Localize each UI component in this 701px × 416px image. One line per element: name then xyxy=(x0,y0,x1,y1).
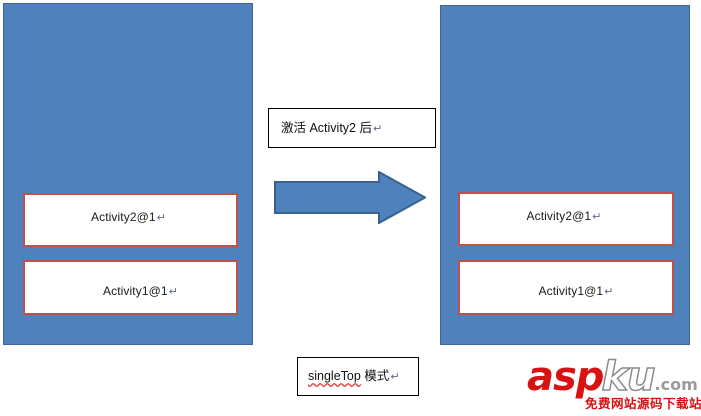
watermark-brand-tld: .com xyxy=(654,375,698,394)
activity-box-activity2-before: Activity2@1↵ xyxy=(23,193,238,247)
transition-caption-label: 激活 Activity2 后 xyxy=(281,120,372,135)
mode-caption-keyword: singleTop xyxy=(308,369,361,383)
activity-box-activity1-after: Activity1@1↵ xyxy=(458,260,674,315)
watermark-subtitle: 免费网站源码下载站! xyxy=(585,397,701,411)
activity-box-label: Activity2@1↵ xyxy=(527,209,602,223)
paragraph-mark-icon: ↵ xyxy=(156,212,166,224)
activity-box-label-text: Activity1@1 xyxy=(538,283,604,298)
activity-box-activity2-after: Activity2@1↵ xyxy=(458,192,674,246)
watermark-brand-row: aspku.com xyxy=(527,354,698,400)
mode-caption-text: singleTop 模式↵ xyxy=(308,370,400,383)
paragraph-mark-icon: ↵ xyxy=(390,371,400,383)
activity-box-label-text: Activity2@1 xyxy=(526,209,592,223)
paragraph-mark-icon: ↵ xyxy=(592,211,602,223)
watermark-brand-secondary: ku xyxy=(601,354,657,400)
paragraph-mark-icon: ↵ xyxy=(168,285,178,298)
right-block-arrow-icon xyxy=(274,171,426,224)
mode-caption-box: singleTop 模式↵ xyxy=(297,357,419,396)
transition-caption-box: 激活 Activity2 后↵ xyxy=(268,108,436,148)
activity-box-label: Activity2@1↵ xyxy=(91,210,166,224)
paragraph-mark-icon: ↵ xyxy=(373,122,383,135)
activity-box-label-text: Activity1@1 xyxy=(103,283,168,298)
transition-caption-text: 激活 Activity2 后↵ xyxy=(281,120,383,135)
mode-caption-label: 模式 xyxy=(360,369,390,383)
activity-box-label: Activity1@1↵ xyxy=(103,284,178,298)
activity-box-label-text: Activity2@1 xyxy=(91,210,156,224)
activity-stack-panel-after: Activity2@1↵ Activity1@1↵ xyxy=(440,5,690,345)
watermark-brand-primary: asp xyxy=(527,354,604,400)
activity-box-label: Activity1@1↵ xyxy=(539,284,614,298)
activity-stack-panel-before: Activity2@1↵ Activity1@1↵ xyxy=(3,3,253,345)
paragraph-mark-icon: ↵ xyxy=(604,285,614,298)
activity-box-activity1-before: Activity1@1↵ xyxy=(23,260,238,315)
site-watermark-logo: aspku.com 免费网站源码下载站! xyxy=(527,354,701,415)
